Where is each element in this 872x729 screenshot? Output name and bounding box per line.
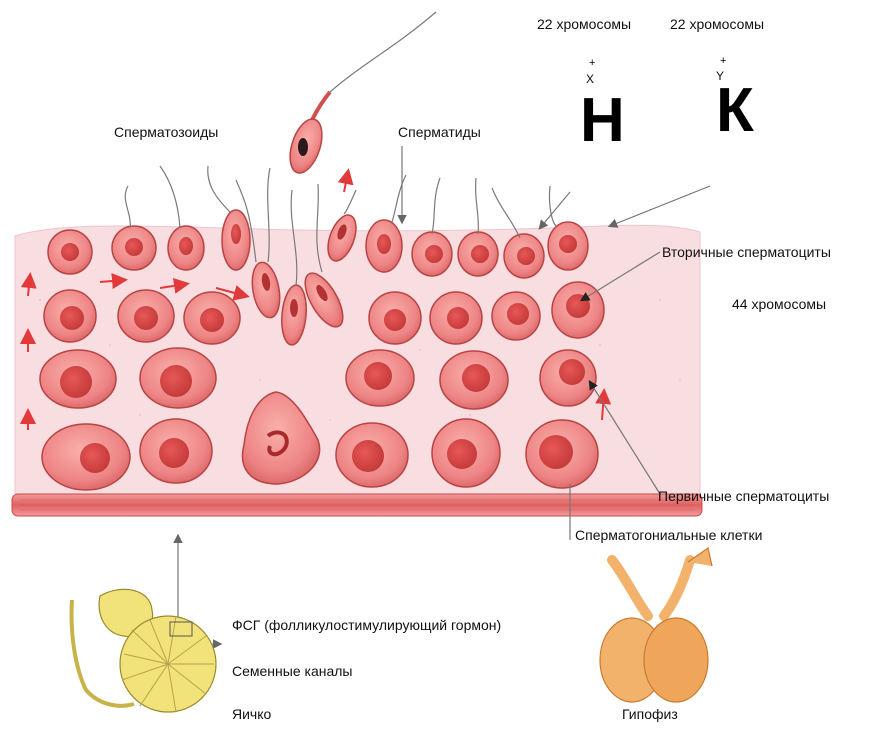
mature-spermatozoon — [284, 92, 330, 177]
letter-k: К — [716, 80, 754, 142]
label-spermatids: Сперматиды — [398, 124, 481, 140]
label-chromosomes-y: 22 хромосомы — [670, 16, 764, 32]
label-seminiferous-tubules: Семенные каналы — [232, 663, 352, 679]
label-chromosomes-44: 44 хромосомы — [732, 296, 826, 312]
testis-illustration — [72, 589, 216, 712]
pituitary-illustration — [600, 548, 712, 702]
label-chromosomes-x: 22 хромосомы — [537, 16, 631, 32]
label-secondary-spermatocytes: Вторичные сперматоциты — [662, 244, 831, 260]
label-spermatogonial-cells: Сперматогониальные клетки — [575, 527, 762, 543]
plus-sign-x: + — [589, 58, 595, 69]
label-pituitary: Гипофиз — [622, 706, 678, 722]
x-chromosome: X — [586, 71, 594, 87]
plus-sign-y: + — [720, 56, 726, 67]
label-fsh: ФСГ (фолликулостимулирующий гормон) — [232, 617, 501, 633]
label-primary-spermatocytes: Первичные сперматоциты — [658, 488, 829, 504]
letter-h: Н — [580, 90, 625, 152]
label-spermatozoa: Сперматозоиды — [114, 124, 218, 140]
label-testis: Яичко — [232, 706, 271, 722]
